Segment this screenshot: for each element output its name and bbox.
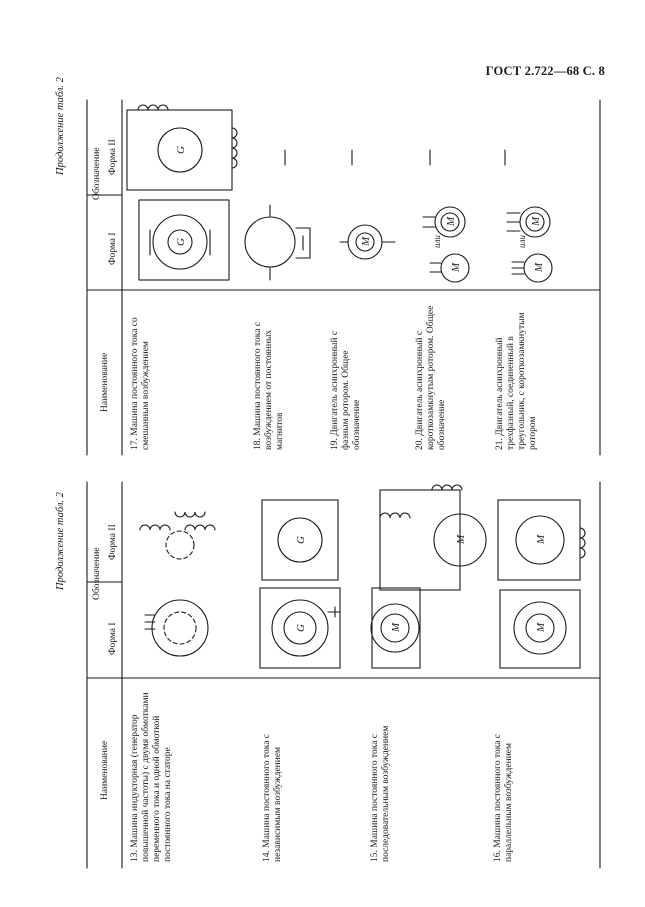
row-18-name: 18. Машина постоянного тока с возбуждени… xyxy=(253,322,285,450)
row20-letter-b: M xyxy=(450,262,462,273)
row14-form2-letter: G xyxy=(295,536,307,544)
row-14-name: 14. Машина постоянного тока с независимы… xyxy=(262,734,283,862)
row-21-name: 21. Двигатель асинхронный трехфазный, со… xyxy=(495,312,538,451)
row-17-name: 17. Машина постоянного тока со смешанным… xyxy=(130,317,151,450)
caption-left: Продолжение табл. 2 xyxy=(55,492,66,590)
row-13-name: 13. Машина индукторная (генератор повыше… xyxy=(130,692,173,862)
row19-letter: M xyxy=(360,236,372,247)
right-col-form1: Форма I xyxy=(108,232,118,265)
row15-form2-letter: M xyxy=(455,534,467,545)
row-16-name: 16. Машина постоянного тока с параллельн… xyxy=(493,734,514,862)
row21-letter-a: M xyxy=(530,216,542,227)
left-col-name: Наименование xyxy=(100,740,110,800)
caption-right: Продолжение табл. 2 xyxy=(55,77,66,175)
row20-letter-a: M xyxy=(445,216,457,227)
row21-letter-b: M xyxy=(533,262,545,273)
right-col-name: Наименование xyxy=(100,352,110,412)
row17-form1-letter: G xyxy=(175,238,187,246)
row15-form1-letter: M xyxy=(390,622,402,633)
row16-form1-letter: M xyxy=(535,622,547,633)
right-col-designation: Обозначение xyxy=(92,147,102,201)
row-19-name: 19. Двигатель асинхронный с фазным ротор… xyxy=(330,330,362,450)
row-20-name: 20. Двигатель асинхронный с короткозамкн… xyxy=(415,305,447,450)
row16-form2-letter: M xyxy=(535,534,547,545)
left-col-form2: Форма II xyxy=(108,524,118,560)
row-15-name: 15. Машина постоянного тока с последоват… xyxy=(370,725,391,862)
left-col-form1: Форма I xyxy=(108,622,118,655)
row20-alt: или xyxy=(432,235,442,248)
right-col-form2: Форма II xyxy=(108,139,118,175)
row17-form2-letter: G xyxy=(175,146,187,154)
left-col-designation: Обозначение xyxy=(92,547,102,601)
row14-form1-letter: G xyxy=(295,624,307,632)
row21-alt: или xyxy=(517,235,527,248)
page-header-2: ГОСТ 2.722—68 С. 8 xyxy=(485,64,605,78)
